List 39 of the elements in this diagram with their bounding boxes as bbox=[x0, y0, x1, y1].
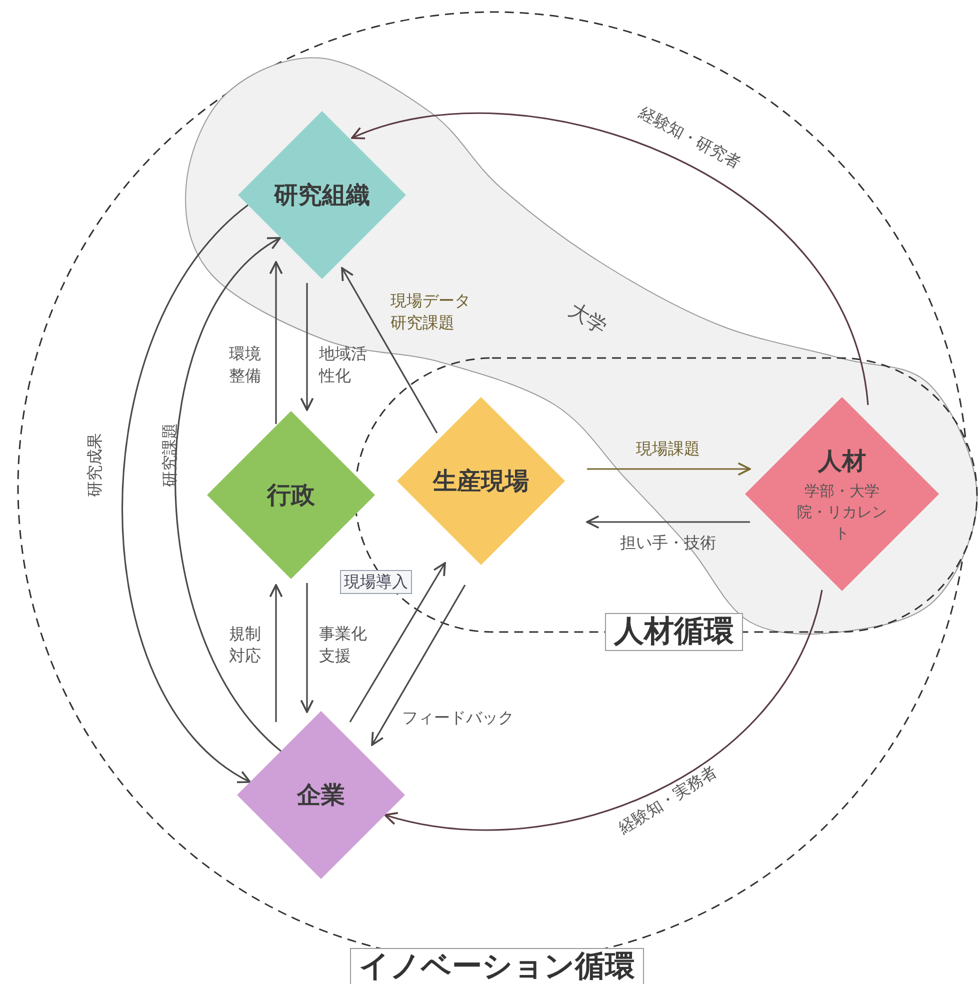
diamond bbox=[237, 711, 405, 879]
arrow bbox=[300, 283, 314, 411]
arrow bbox=[586, 515, 750, 529]
diamond bbox=[238, 111, 406, 279]
diamond bbox=[745, 397, 939, 591]
node-title: 人材 bbox=[818, 446, 866, 476]
edge-label: 現場データ研究課題 bbox=[390, 290, 472, 334]
edge-label: 事業化支援 bbox=[319, 623, 368, 667]
node-subtitle: 学部・大学院・リカレント bbox=[796, 480, 888, 544]
node-title: 研究組織 bbox=[274, 180, 370, 211]
cycle-label: 人材循環 bbox=[605, 613, 743, 651]
edge-label: 現場課題 bbox=[636, 438, 700, 460]
edge-label: 環境整備 bbox=[229, 343, 262, 387]
edge-label: 担い手・技術 bbox=[620, 532, 716, 554]
node-title: 企業 bbox=[297, 780, 345, 811]
region-label: 大学 bbox=[565, 298, 611, 338]
node-title: 生産現場 bbox=[433, 466, 529, 497]
edge-label: 経験知・実務者 bbox=[614, 761, 722, 839]
edge-label: 研究成果 bbox=[84, 433, 105, 497]
arrow bbox=[587, 462, 751, 476]
edge-label: 経験知・研究者 bbox=[635, 102, 745, 174]
arrow bbox=[371, 584, 466, 746]
arrow bbox=[300, 583, 314, 713]
arrow bbox=[269, 584, 283, 722]
edge-label: 地域活性化 bbox=[319, 343, 368, 387]
arrow bbox=[384, 590, 823, 831]
arrow bbox=[351, 113, 869, 406]
arrow bbox=[349, 562, 446, 722]
cycle-label: イノベーション循環 bbox=[350, 948, 644, 984]
edge-label: 研究課題 bbox=[159, 423, 180, 487]
arrow bbox=[174, 237, 283, 753]
diamond bbox=[397, 397, 565, 565]
node-title: 行政 bbox=[267, 480, 315, 511]
edge-label: フィードバック bbox=[402, 707, 514, 729]
arrow bbox=[269, 261, 283, 424]
edge-label: 規制対応 bbox=[229, 623, 262, 667]
arrow bbox=[122, 204, 251, 783]
edge-label: 現場導入 bbox=[340, 570, 412, 594]
arrow bbox=[341, 267, 438, 434]
